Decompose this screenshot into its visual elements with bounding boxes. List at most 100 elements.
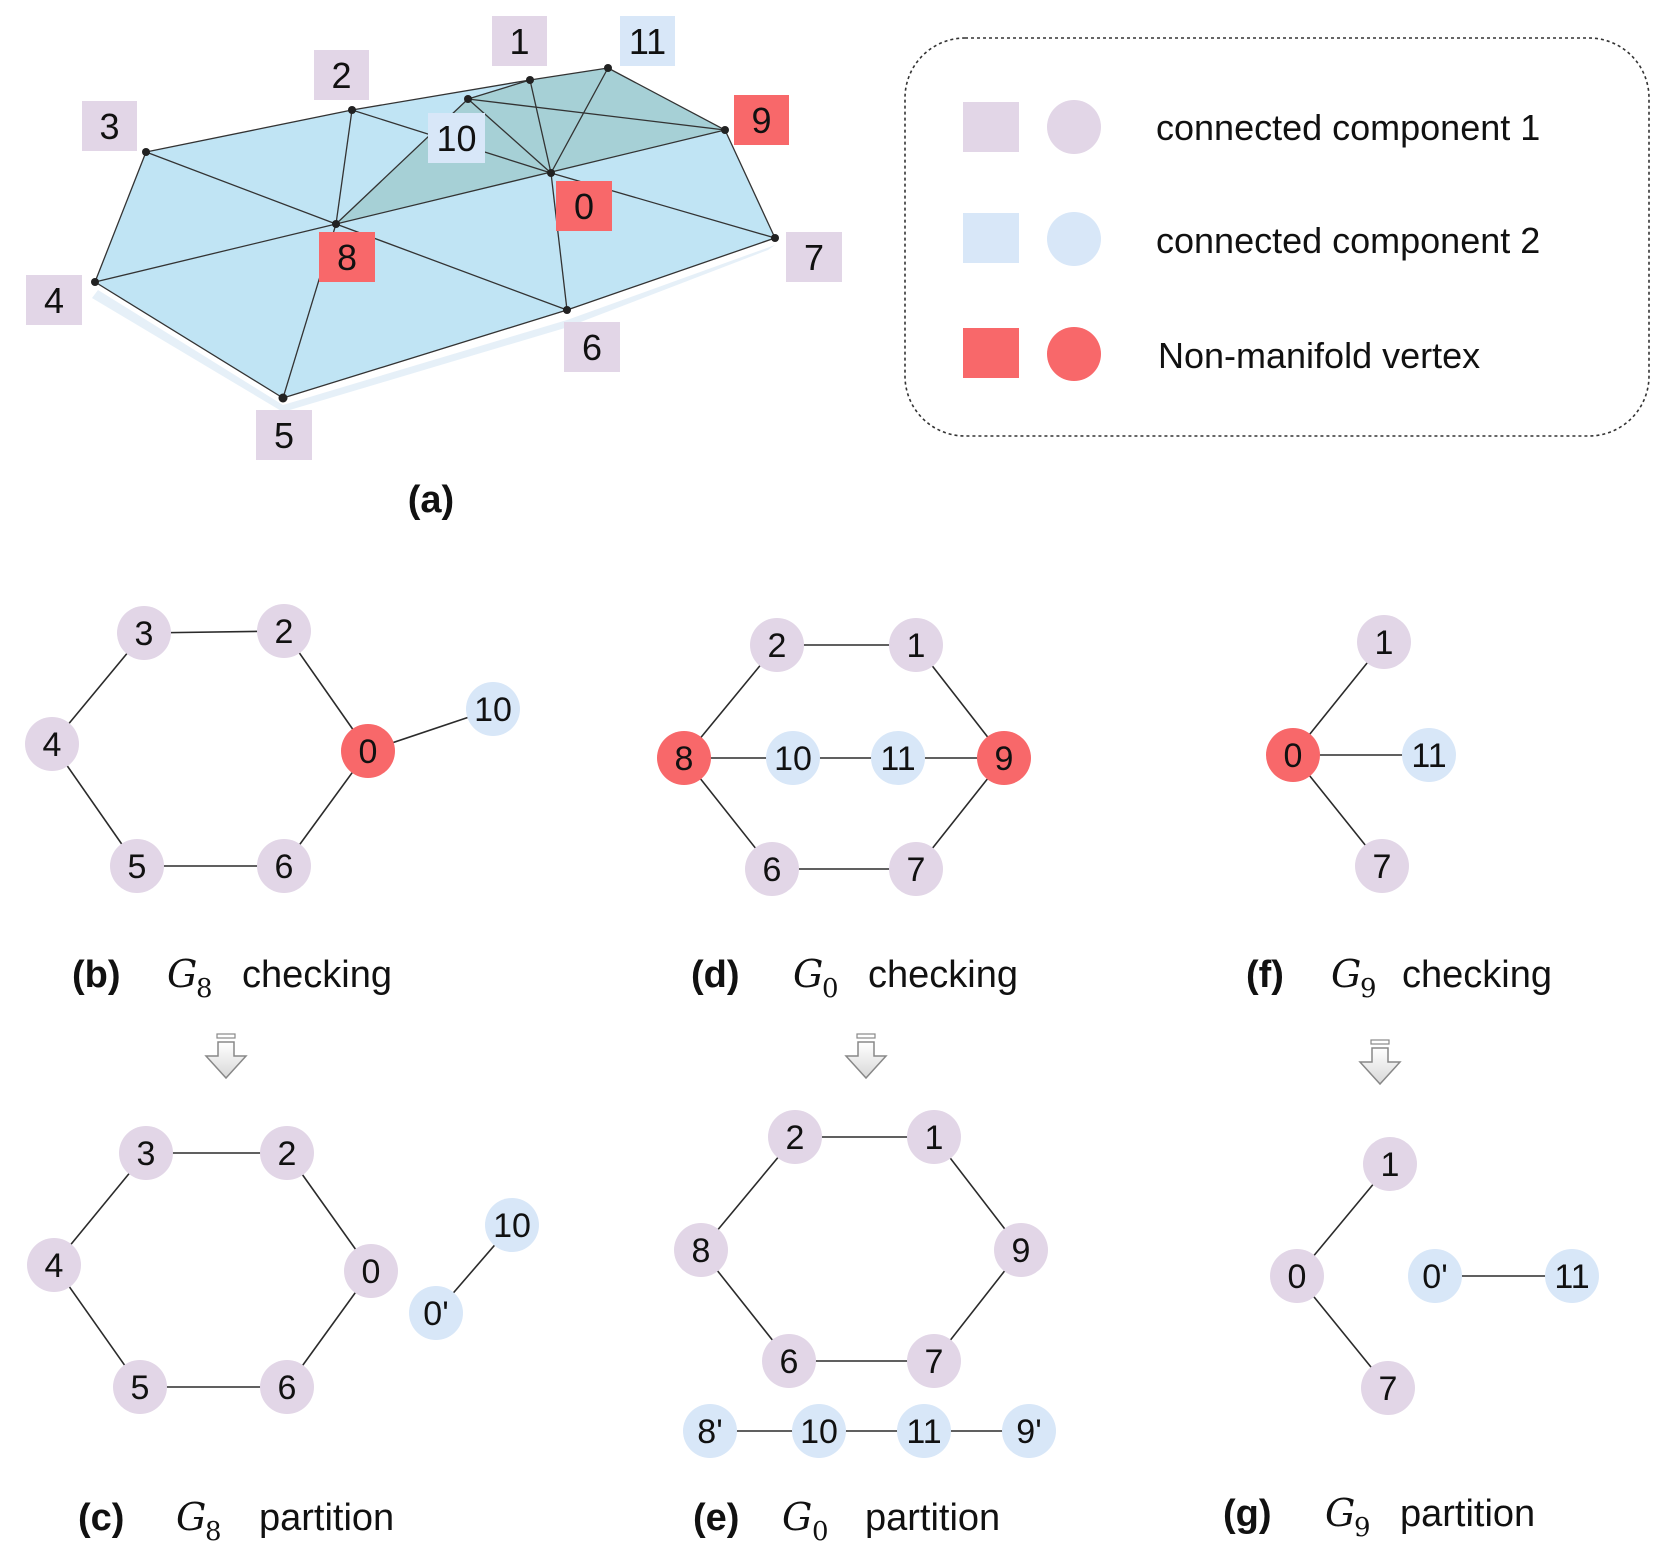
- legend: connected component 1 connected componen…: [904, 37, 1650, 437]
- svg-text:(e): (e): [693, 1497, 739, 1539]
- caption-e: (e) G 0 partition: [693, 1495, 1000, 1547]
- graph-node: 1: [1357, 615, 1411, 669]
- svg-text:3: 3: [99, 106, 119, 147]
- svg-text:1: 1: [509, 21, 529, 62]
- svg-text:4: 4: [44, 280, 64, 321]
- graph-node: 10: [766, 731, 820, 785]
- graph-node-label: 6: [278, 1369, 297, 1407]
- svg-text:0: 0: [822, 974, 839, 1004]
- graph-node: 6: [260, 1360, 314, 1414]
- graph-node-label: 0: [359, 733, 378, 771]
- graph-node: 0: [1270, 1249, 1324, 1303]
- caption-d: (d) G 0 checking: [691, 952, 1018, 1004]
- svg-text:(b): (b): [72, 954, 121, 996]
- graph-node: 0': [1408, 1249, 1462, 1303]
- graph-node: 9': [1002, 1404, 1056, 1458]
- svg-text:9: 9: [1360, 974, 1377, 1004]
- graph-node: 2: [750, 618, 804, 672]
- graph-node-label: 0: [1288, 1258, 1307, 1296]
- svg-text:5: 5: [274, 415, 294, 456]
- graph-node-label: 0: [1284, 737, 1303, 775]
- graph-node: 10: [792, 1404, 846, 1458]
- svg-text:partition: partition: [259, 1497, 394, 1539]
- svg-text:checking: checking: [868, 954, 1018, 996]
- graph-node-label: 0: [362, 1253, 381, 1291]
- graph-node-circle: [1545, 1249, 1599, 1303]
- graph-node-circle: [889, 842, 943, 896]
- graph-node-label: 4: [43, 726, 62, 764]
- graph-node: 0: [344, 1244, 398, 1298]
- graph-node: 0': [409, 1286, 463, 1340]
- graph-node-label: 7: [1373, 848, 1392, 886]
- svg-text:8: 8: [337, 237, 357, 278]
- svg-text:G: G: [793, 952, 823, 996]
- vertex-label-8: 8: [319, 232, 375, 282]
- graph-node: 9: [994, 1223, 1048, 1277]
- svg-text:9: 9: [1354, 1513, 1371, 1543]
- svg-text:connected component 2: connected component 2: [1156, 220, 1540, 261]
- graph-node-circle: [110, 839, 164, 893]
- graph-node-label: 5: [128, 848, 147, 886]
- caption-c: (c) G 8 partition: [78, 1495, 394, 1547]
- svg-text:partition: partition: [865, 1497, 1000, 1539]
- svg-text:checking: checking: [242, 954, 392, 996]
- graph-node-circle: [119, 1126, 173, 1180]
- graph-node-circle: [260, 1126, 314, 1180]
- graph-node-circle: [768, 1110, 822, 1164]
- down-arrow-f-to-g: [1358, 1039, 1402, 1086]
- graph-node-label: 6: [763, 851, 782, 889]
- graph-node-label: 1: [907, 627, 926, 665]
- svg-text:0: 0: [574, 186, 594, 227]
- graph-node-label: 9: [1012, 1232, 1031, 1270]
- graph-node-circle: [897, 1404, 951, 1458]
- svg-text:partition: partition: [1400, 1493, 1535, 1535]
- graph-node-label: 1: [1375, 624, 1394, 662]
- graph-node-circle: [117, 606, 171, 660]
- vertex-label-7: 7: [786, 232, 842, 282]
- svg-text:Non-manifold vertex: Non-manifold vertex: [1158, 335, 1480, 376]
- graph-node-circle: [1002, 1404, 1056, 1458]
- svg-text:8: 8: [196, 974, 213, 1004]
- graph-node: 6: [762, 1334, 816, 1388]
- svg-text:0: 0: [812, 1517, 829, 1547]
- graph-node: 7: [889, 842, 943, 896]
- svg-text:G: G: [176, 1495, 206, 1539]
- graph-node-label: 10: [800, 1413, 838, 1451]
- graph-node-circle: [27, 1238, 81, 1292]
- legend-item-nonmanifold: Non-manifold vertex: [963, 327, 1480, 381]
- legend-item-component-2: connected component 2: [963, 212, 1540, 266]
- vertex-label-4: 4: [26, 275, 82, 325]
- panel-a-labels: 1 11 2 9 3 10 0 8 7 4 6 5: [26, 16, 842, 460]
- vertex-label-11: 11: [620, 16, 675, 66]
- graph-node: 0: [1266, 728, 1320, 782]
- svg-text:(g): (g): [1223, 1493, 1272, 1535]
- graph-node: 11: [1545, 1249, 1599, 1303]
- graph-node: 2: [768, 1110, 822, 1164]
- graph-node: 6: [257, 839, 311, 893]
- graph-node-label: 1: [925, 1119, 944, 1157]
- panel-a-mesh: [91, 64, 779, 412]
- graph-node: 4: [25, 717, 79, 771]
- legend-item-component-1: connected component 1: [963, 100, 1540, 154]
- vertex-label-6: 6: [564, 322, 620, 372]
- graph-node-label: 1: [1381, 1146, 1400, 1184]
- svg-text:G: G: [1331, 952, 1361, 996]
- mesh-flap: [336, 68, 725, 224]
- graph-node-circle: [1270, 1249, 1324, 1303]
- graph-node-circle: [25, 717, 79, 771]
- graph-node-label: 7: [925, 1343, 944, 1381]
- graph-node-circle: [762, 1334, 816, 1388]
- graph-node: 11: [871, 731, 925, 785]
- svg-text:6: 6: [582, 327, 602, 368]
- graph-node-label: 0': [1422, 1258, 1447, 1296]
- graph-node: 1: [889, 618, 943, 672]
- graph-node-circle: [657, 731, 711, 785]
- graph-node-circle: [907, 1334, 961, 1388]
- caption-b: (b) G 8 checking: [72, 952, 392, 1004]
- graph-node: 3: [117, 606, 171, 660]
- graph-node-label: 7: [1379, 1370, 1398, 1408]
- graph-node-label: 11: [1411, 737, 1446, 775]
